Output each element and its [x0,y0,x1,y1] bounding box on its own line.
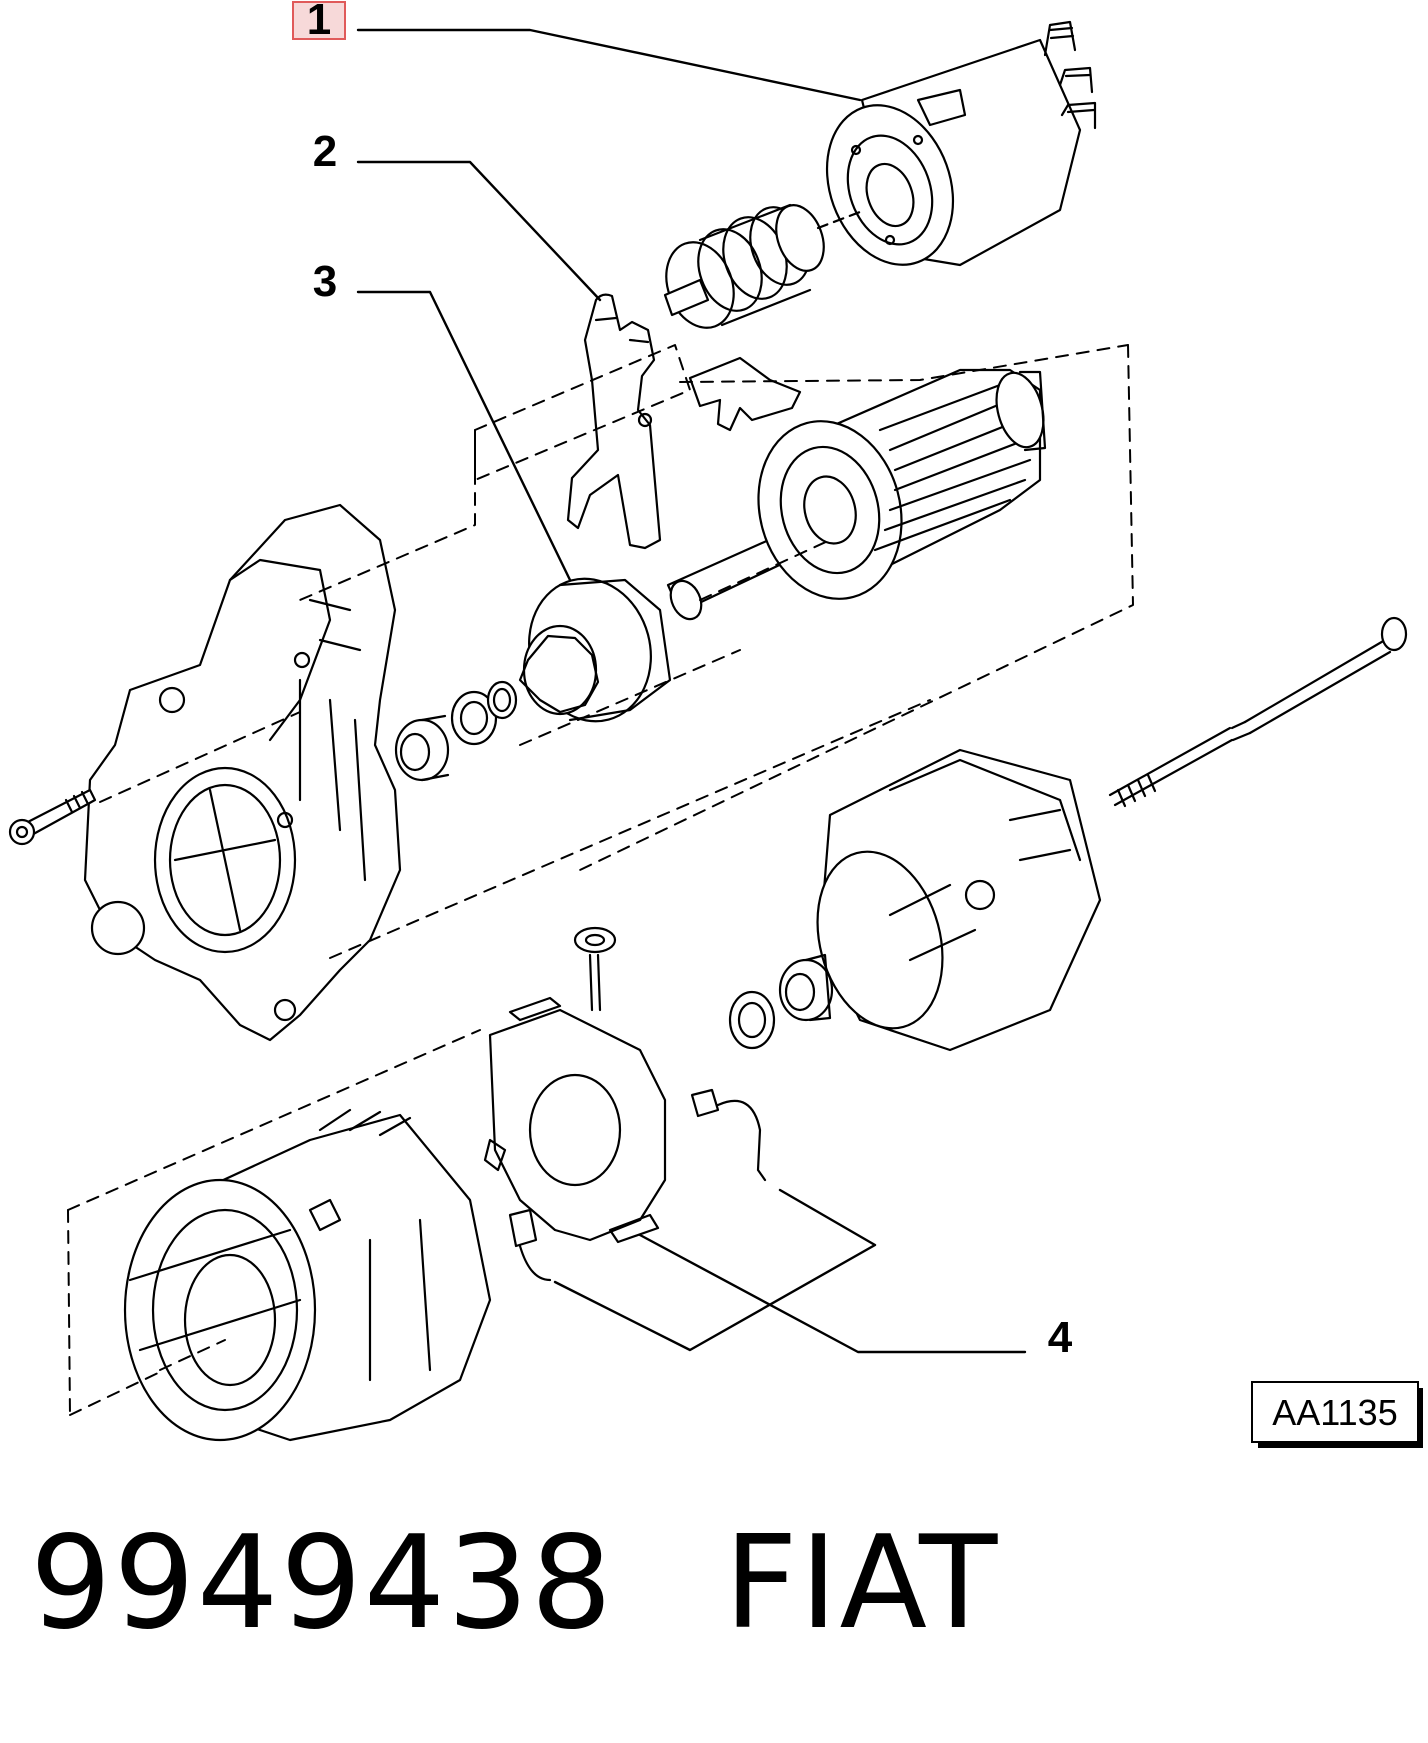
drive-end-housing [83,503,402,1042]
callout-2-label: 2 [313,127,337,176]
field-frame [123,1108,492,1442]
washers [728,953,834,1050]
armature [666,368,1047,621]
callout-1-label: 1 [307,0,331,44]
plunger-spring [663,203,862,329]
short-bolt [8,788,97,846]
callout-1-highlight [292,1,346,40]
assembly-dashes [67,344,1134,1416]
callout-3-label: 3 [313,257,337,306]
brush-lead [508,1208,552,1282]
solenoid [825,20,1097,267]
long-bolt [1108,616,1408,808]
reference-code: AA1135 [1272,1392,1397,1433]
brush-spring [690,1088,767,1182]
leader-lines [356,28,1027,1354]
brand-name: FIAT [724,1509,1000,1658]
callout-1: 1 [292,0,346,44]
brush-holder [483,926,667,1244]
clip [688,356,802,432]
bushings [394,680,518,782]
reference-code-box: AA1135 [1251,1381,1423,1448]
end-cover [816,748,1102,1052]
pinion-gear [518,577,672,723]
part-number: 9949438 [30,1509,615,1658]
callout-4-label: 4 [1048,1313,1073,1362]
